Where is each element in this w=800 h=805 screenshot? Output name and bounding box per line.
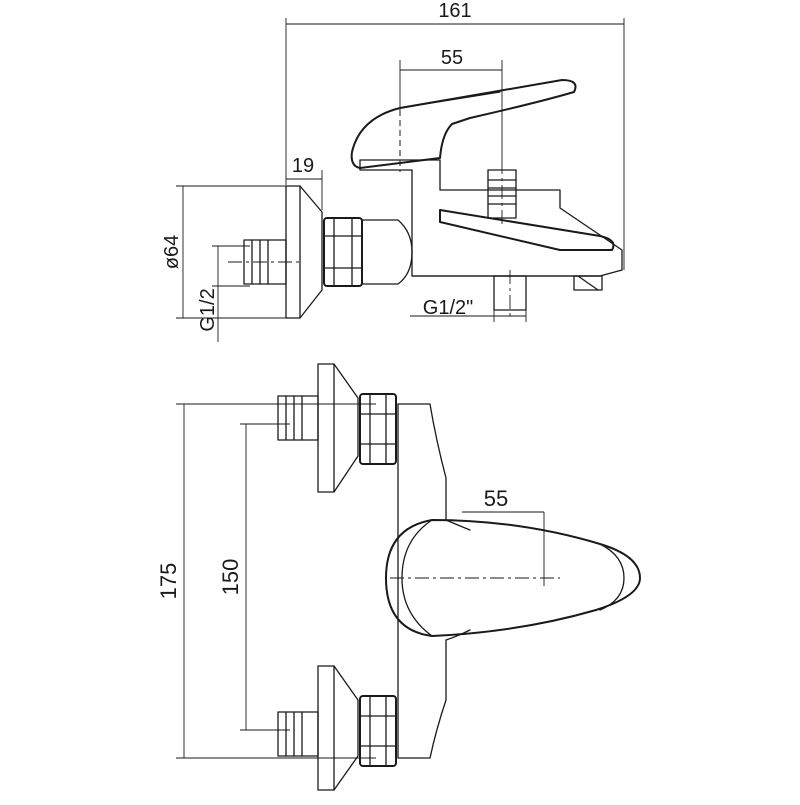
dimension-d64: ø64 [161,185,300,319]
wall-flange [285,185,323,319]
dimension-55-top: 55 [399,47,503,160]
diverter-knob[interactable] [487,160,517,226]
upper-connector-front [277,363,397,493]
mixer-body-front [397,403,471,759]
lever-handle-side[interactable] [350,79,577,169]
dimension-175: 175 [156,403,376,759]
dimension-19: 19 [286,155,323,210]
eccentric-connector [361,219,413,285]
lower-connector-front [277,665,397,791]
dimension-d64-label: ø64 [161,235,183,269]
side-view: 161 55 19 ø64 G1/2 [161,0,625,342]
spout [439,209,615,251]
dimension-161: 161 [285,0,625,270]
dimension-55-front: 55 [462,486,545,586]
dimension-55-front-label: 55 [484,486,508,511]
dimension-150: 150 [218,423,290,731]
dimension-55-top-label: 55 [441,47,463,69]
dimension-g12-inlet-label: G1/2 [197,288,219,331]
dimension-19-label: 19 [292,155,314,177]
dimension-175-label: 175 [156,563,181,600]
dimension-g12-inlet: G1/2 [197,245,250,342]
lever-handle-front[interactable] [385,519,641,637]
hex-nut-side [323,217,363,287]
dimension-g12-outlet-label: G1/2" [423,297,473,319]
dimension-150-label: 150 [218,559,243,596]
shower-outlet: G1/2" [410,270,527,322]
front-view: 175 150 [156,363,641,791]
dimension-161-label: 161 [438,0,471,22]
aerator [573,275,603,291]
